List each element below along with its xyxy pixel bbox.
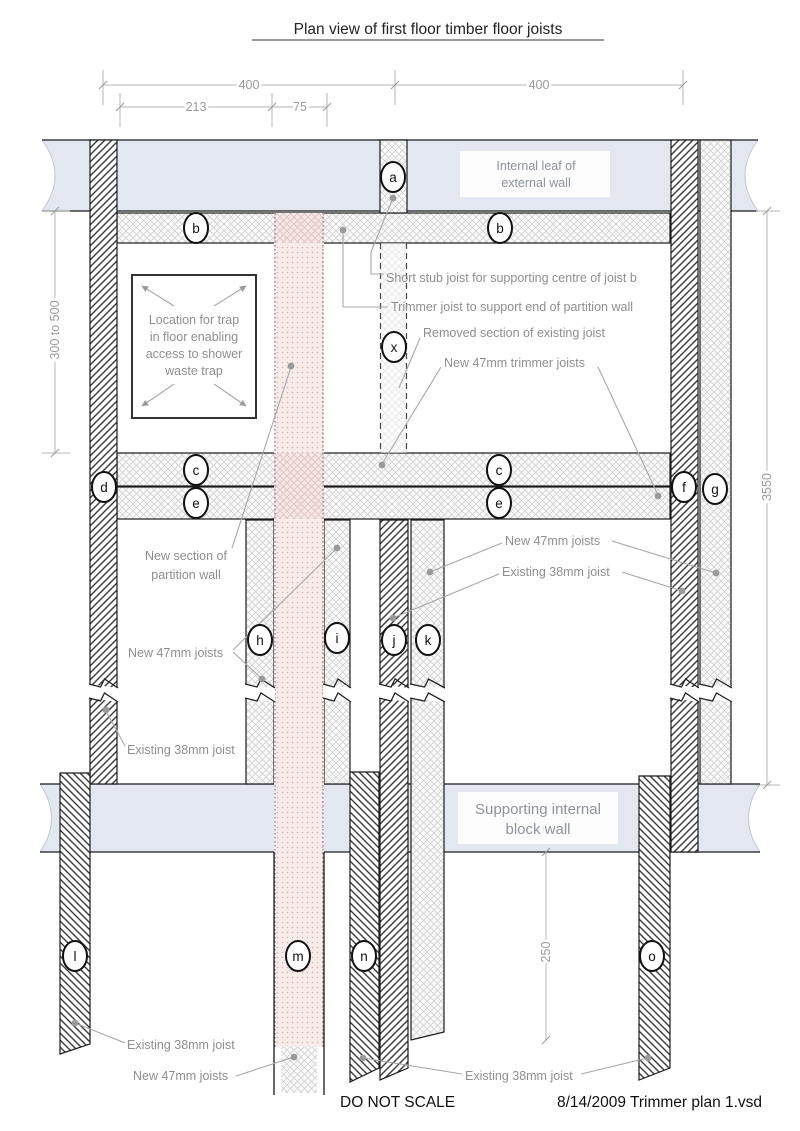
- joist-label-b-left: b: [183, 212, 209, 244]
- svg-text:c: c: [193, 463, 200, 478]
- joist-label-c-right: c: [486, 454, 512, 486]
- svg-text:m: m: [292, 949, 303, 964]
- dim-400-left: 400: [239, 78, 260, 92]
- trap-note-line3: access to shower: [146, 347, 243, 361]
- note-existing-joist-left: Existing 38mm joist: [127, 743, 235, 757]
- block-wall-label-line2: block wall: [505, 821, 570, 838]
- svg-text:e: e: [495, 496, 503, 511]
- joist-label-o: o: [639, 940, 665, 972]
- dim-213: 213: [186, 100, 207, 114]
- svg-text:h: h: [256, 633, 264, 648]
- note-partition-line2: partition wall: [151, 568, 220, 582]
- svg-text:b: b: [192, 221, 200, 236]
- external-wall-label: Internal leaf of external wall: [460, 151, 610, 197]
- dim-300-to-500: 300 to 500: [48, 300, 62, 359]
- leader-dots: [71, 194, 720, 1062]
- note-new-trimmer: New 47mm trimmer joists: [444, 356, 585, 370]
- svg-text:l: l: [74, 949, 77, 964]
- svg-text:a: a: [389, 170, 397, 185]
- trap-note-line4: waste trap: [164, 364, 223, 378]
- svg-text:e: e: [192, 496, 200, 511]
- do-not-scale-note: DO NOT SCALE: [340, 1094, 455, 1111]
- joist-label-k: k: [415, 624, 441, 656]
- svg-text:x: x: [391, 340, 398, 355]
- svg-text:o: o: [648, 949, 656, 964]
- dim-250: 250: [539, 942, 553, 963]
- joist-label-f: f: [671, 471, 697, 503]
- joist-label-n: n: [351, 940, 377, 972]
- joist-labels: a b b c c d e e f g h i j k x l m n o: [62, 161, 728, 972]
- joist-c-band: [116, 452, 671, 487]
- note-new-joists-right: New 47mm joists: [505, 534, 600, 548]
- external-wall-label-line1: Internal leaf of: [496, 159, 576, 173]
- svg-text:c: c: [496, 463, 503, 478]
- new-joist-k: [410, 519, 445, 1041]
- trap-location-box: Location for trap in floor enabling acce…: [131, 274, 257, 419]
- existing-joist-l: [59, 772, 91, 1055]
- block-wall-label: Supporting internal block wall: [458, 792, 618, 844]
- joist-label-l: l: [62, 940, 88, 972]
- joist-label-e-left: e: [183, 487, 209, 519]
- svg-text:i: i: [336, 631, 339, 646]
- svg-text:f: f: [682, 480, 686, 495]
- note-stub-joist: Short stub joist for supporting centre o…: [386, 271, 637, 285]
- joist-label-m: m: [285, 940, 311, 972]
- dim-3550: 3550: [760, 473, 774, 501]
- joist-break-marks: [88, 678, 733, 703]
- joist-label-i: i: [324, 622, 350, 654]
- joist-label-a: a: [380, 161, 406, 193]
- svg-text:b: b: [496, 221, 504, 236]
- note-trimmer-joist: Trimmer joist to support end of partitio…: [391, 300, 633, 314]
- joist-label-g: g: [702, 473, 728, 505]
- joist-b-band: [116, 212, 671, 244]
- note-existing-joist-bottom-center: Existing 38mm joist: [465, 1069, 573, 1083]
- joist-label-j: j: [381, 624, 407, 656]
- dim-400-right: 400: [529, 78, 550, 92]
- note-existing-joist-bottom-left: Existing 38mm joist: [127, 1038, 235, 1052]
- joist-label-x: x: [381, 331, 407, 363]
- joist-label-d: d: [91, 471, 117, 503]
- note-removed-section: Removed section of existing joist: [423, 326, 606, 340]
- new-joist-g: [699, 139, 732, 785]
- block-wall-label-line1: Supporting internal: [475, 801, 601, 818]
- annotations: Short stub joist for supporting centre o…: [127, 271, 637, 1083]
- joist-label-b-right: b: [487, 212, 513, 244]
- page-title: Plan view of first floor timber floor jo…: [294, 21, 563, 38]
- dim-75: 75: [293, 100, 307, 114]
- note-new-joists-bottom: New 47mm joists: [133, 1069, 228, 1083]
- joist-label-c-left: c: [183, 454, 209, 486]
- new-joist-m-tail: [281, 1047, 317, 1093]
- trap-note-line1: Location for trap: [149, 313, 239, 327]
- joist-label-h: h: [247, 624, 273, 656]
- file-info: 8/14/2009 Trimmer plan 1.vsd: [557, 1094, 762, 1111]
- note-existing-joist-right: Existing 38mm joist: [502, 565, 610, 579]
- svg-text:k: k: [425, 633, 432, 648]
- svg-text:d: d: [100, 480, 108, 495]
- existing-joist-j: [379, 519, 409, 1081]
- note-partition-line1: New section of: [145, 549, 228, 563]
- existing-joist-o: [638, 775, 671, 1081]
- svg-text:n: n: [360, 949, 368, 964]
- existing-joist-n: [349, 771, 380, 1083]
- note-new-joists-left: New 47mm joists: [128, 646, 223, 660]
- svg-text:g: g: [711, 482, 719, 497]
- external-wall-label-line2: external wall: [501, 176, 570, 190]
- existing-joist-d: [89, 139, 118, 785]
- partition-wall-strip: [273, 213, 325, 1095]
- trap-note-line2: in floor enabling: [150, 330, 238, 344]
- joist-label-e-right: e: [486, 487, 512, 519]
- svg-text:j: j: [392, 633, 396, 648]
- dimensions: 400 400 213 75 300 to 500 3550 250: [42, 70, 780, 1045]
